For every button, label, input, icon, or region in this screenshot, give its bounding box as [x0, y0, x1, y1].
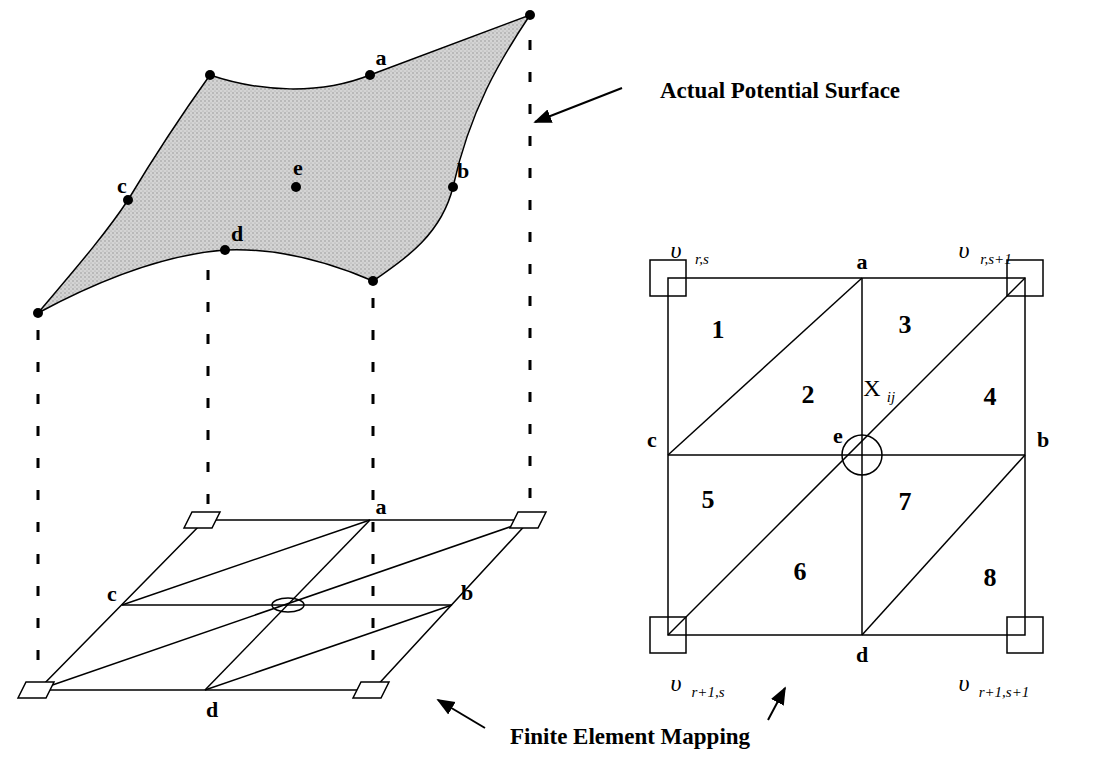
element-number: 5 — [702, 487, 715, 513]
element-number: 4 — [984, 384, 997, 410]
potential-surface — [38, 15, 530, 313]
node-subscript: r+1,s+1 — [979, 685, 1030, 700]
node-subscript: r,s — [695, 252, 709, 267]
node-symbol: υ — [958, 238, 969, 262]
node-symbol: υ — [670, 671, 681, 695]
point-label: d — [856, 644, 868, 666]
point-label: a — [376, 496, 387, 518]
node-symbol: X — [863, 376, 880, 400]
callout-arrows — [438, 88, 785, 728]
perspective-mesh — [18, 512, 546, 698]
node-symbol: υ — [958, 671, 969, 695]
surface-points — [33, 10, 535, 318]
point-label: c — [647, 429, 657, 451]
element-grid — [650, 260, 1043, 653]
point-label: e — [293, 157, 303, 179]
element-number: 7 — [899, 489, 912, 515]
point-label: c — [117, 175, 127, 197]
callout-text: Finite Element Mapping — [510, 725, 750, 748]
callout-text: Actual Potential Surface — [660, 79, 900, 102]
node-subscript: r+1,s — [691, 685, 724, 700]
point-label: a — [376, 47, 387, 69]
point-label: d — [231, 223, 243, 245]
element-number: 8 — [984, 565, 997, 591]
node-subscript: r,s+1 — [980, 252, 1011, 267]
point-label: a — [857, 251, 868, 273]
element-number: 1 — [712, 317, 725, 343]
element-number: 6 — [794, 559, 807, 585]
node-subscript: ij — [887, 390, 895, 405]
point-label: d — [206, 699, 218, 721]
point-label: c — [107, 583, 117, 605]
element-number: 3 — [899, 312, 912, 338]
point-label: e — [833, 425, 843, 447]
element-number: 2 — [802, 382, 815, 408]
point-label: b — [1037, 429, 1049, 451]
point-label: b — [461, 582, 473, 604]
node-symbol: υ — [670, 238, 681, 262]
point-label: b — [457, 160, 469, 182]
